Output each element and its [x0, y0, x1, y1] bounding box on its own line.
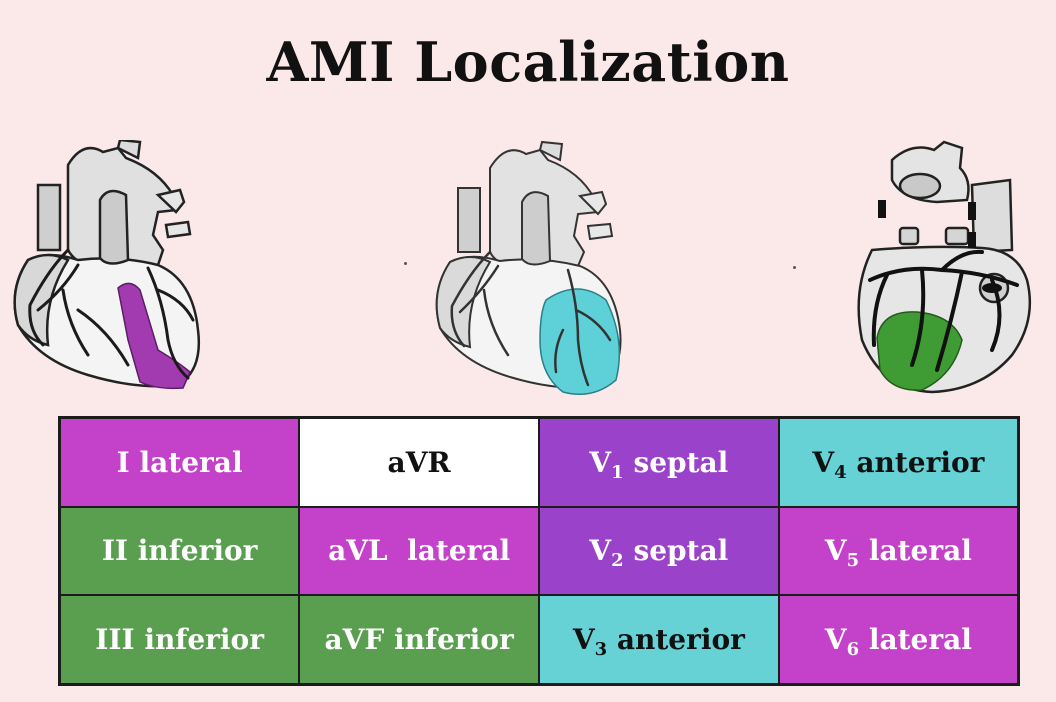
- inferior-infarct-region: [876, 311, 963, 391]
- lead-name: V: [824, 623, 847, 657]
- lead-subscript: 2: [611, 550, 624, 572]
- lead-name: aVR: [387, 445, 451, 479]
- coronary-arteries: [28, 248, 195, 380]
- region-label: lateral: [868, 534, 972, 568]
- lead-cell: V2 septal: [538, 505, 780, 597]
- lead-name: aVL: [328, 534, 388, 568]
- lead-name: V: [589, 534, 612, 568]
- region-label: inferior: [394, 623, 514, 657]
- lead-name: V: [572, 623, 595, 657]
- lead-cell: V1 septal: [538, 416, 780, 508]
- speck: [793, 266, 796, 269]
- lead-cell: aVL lateral: [298, 505, 540, 597]
- region-label: septal: [633, 445, 729, 479]
- lead-subscript: 5: [846, 550, 860, 572]
- heart-lateral-diagram: [13, 140, 200, 390]
- lead-cell: V6 lateral: [777, 594, 1020, 686]
- lead-name: V: [589, 445, 612, 479]
- heart-body: [435, 140, 622, 389]
- coronary-arteries: [450, 250, 612, 387]
- lead-cell: III inferior: [58, 594, 301, 686]
- heart-anterior-diagram: [435, 140, 622, 395]
- lead-subscript: 4: [834, 461, 847, 483]
- lead-cell: aVR: [298, 416, 540, 508]
- region-label: septal: [633, 534, 729, 568]
- region-label: lateral: [139, 445, 243, 479]
- speck: [404, 262, 407, 265]
- lead-subscript: 1: [611, 461, 624, 483]
- lead-cell: V5 lateral: [777, 505, 1020, 597]
- lead-cell: aVF inferior: [298, 594, 540, 686]
- heart-inferior-diagram: [857, 140, 1032, 394]
- lead-name: V: [824, 534, 847, 568]
- lateral-infarct-region: [117, 282, 191, 390]
- region-label: anterior: [616, 623, 745, 657]
- lead-name: I: [116, 445, 130, 479]
- coronary-arteries: [868, 249, 1019, 372]
- lead-name: II: [101, 534, 129, 568]
- anterior-infarct-region: [539, 288, 621, 395]
- lead-name: III: [95, 623, 135, 657]
- region-label: anterior: [856, 445, 985, 479]
- region-label: inferior: [137, 534, 258, 568]
- lead-name: aVF: [324, 623, 385, 657]
- region-label: lateral: [868, 623, 972, 657]
- lead-cell: I lateral: [58, 416, 301, 508]
- lead-cell: V3 anterior: [538, 594, 780, 686]
- lead-cell: II inferior: [58, 505, 301, 597]
- region-label: inferior: [144, 623, 264, 657]
- lead-subscript: 6: [846, 639, 860, 661]
- lead-cell: V4 anterior: [777, 416, 1020, 508]
- lead-name: V: [812, 445, 835, 479]
- lead-subscript: 3: [594, 639, 608, 661]
- page-title: AMI Localization: [266, 30, 790, 94]
- region-label: lateral: [407, 534, 511, 568]
